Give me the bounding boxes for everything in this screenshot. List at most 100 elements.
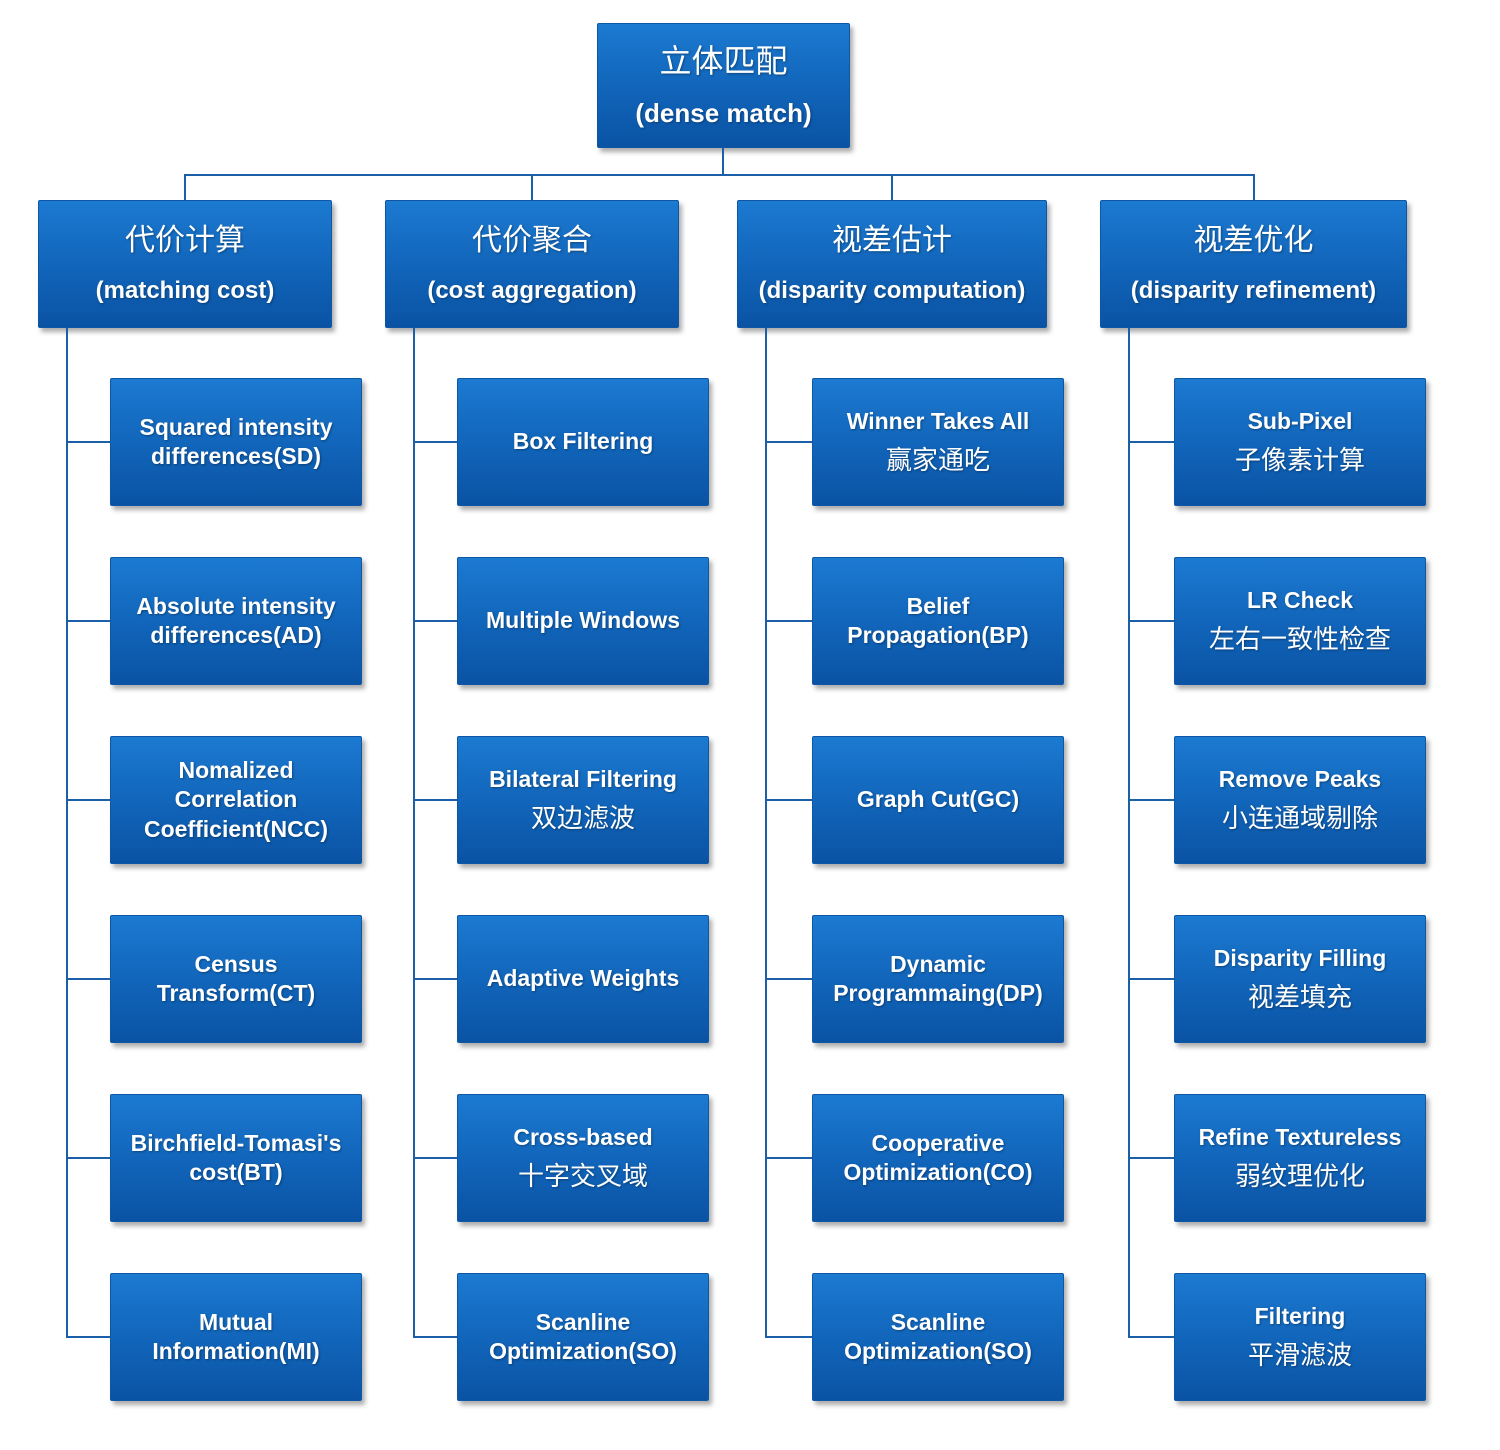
connector-line <box>765 1157 812 1159</box>
connector-line <box>1253 174 1255 200</box>
connector-line <box>66 441 110 443</box>
connector-line <box>413 328 415 1338</box>
connector-line <box>765 799 812 801</box>
node-cost-aggregation-child-0: Box Filtering <box>457 378 709 506</box>
child-label-zh: 平滑滤波 <box>1247 1340 1352 1370</box>
node-matching-cost-child-4: Birchfield-Tomasi's cost(BT) <box>110 1094 362 1222</box>
connector-line <box>722 148 724 176</box>
branch-title-zh: 视差优化 <box>1193 224 1314 258</box>
node-disparity-refinement-child-1: LR Check 左右一致性检查 <box>1174 557 1426 685</box>
connector-line <box>184 174 186 200</box>
node-matching-cost-child-0: Squared intensity differences(SD) <box>110 378 362 506</box>
child-label-en: Scanline Optimization(SO) <box>844 1308 1032 1364</box>
connector-line <box>1128 1157 1174 1159</box>
child-label-en: Winner Takes All <box>846 407 1030 434</box>
child-label-en: Belief Propagation(BP) <box>847 592 1029 648</box>
child-label-en: Mutual Information(MI) <box>152 1308 320 1364</box>
node-cost-aggregation-child-4: Cross-based 十字交叉域 <box>457 1094 709 1222</box>
connector-line <box>66 799 110 801</box>
child-label-zh: 视差填充 <box>1247 982 1352 1012</box>
branch-header-disparity-computation: 视差估计 (disparity computation) <box>737 200 1047 328</box>
node-disparity-refinement-child-0: Sub-Pixel 子像素计算 <box>1174 378 1426 506</box>
connector-line <box>66 328 68 1338</box>
child-label-zh: 赢家通吃 <box>885 445 990 475</box>
child-label-zh: 子像素计算 <box>1234 445 1365 475</box>
connector-line <box>413 978 457 980</box>
child-label-zh: 小连通域剔除 <box>1221 803 1378 833</box>
branch-title-en: (disparity refinement) <box>1130 277 1377 305</box>
connector-line <box>1128 328 1130 1338</box>
node-disparity-refinement-child-5: Filtering 平滑滤波 <box>1174 1273 1426 1401</box>
connector-line <box>765 328 767 1338</box>
branch-header-disparity-refinement: 视差优化 (disparity refinement) <box>1100 200 1407 328</box>
root-title-zh: 立体匹配 <box>659 43 788 80</box>
connector-line <box>765 1336 812 1338</box>
child-label-en: Multiple Windows <box>486 607 680 634</box>
connector-line <box>413 1157 457 1159</box>
node-cost-aggregation-child-1: Multiple Windows <box>457 557 709 685</box>
node-matching-cost-child-2: Nomalized Correlation Coefficient(NCC) <box>110 736 362 864</box>
child-label-en: Census Transform(CT) <box>156 950 316 1006</box>
branch-title-en: (cost aggregation) <box>427 277 637 305</box>
child-label-en: Bilateral Filtering <box>489 765 677 792</box>
child-label-en: Squared intensity differences(SD) <box>139 413 333 469</box>
connector-line <box>413 799 457 801</box>
branch-title-zh: 代价计算 <box>125 224 245 258</box>
connector-line <box>413 620 457 622</box>
connector-line <box>66 978 110 980</box>
node-disparity-computation-child-4: Cooperative Optimization(CO) <box>812 1094 1064 1222</box>
branch-title-en: (disparity computation) <box>758 277 1026 305</box>
child-label-en: Birchfield-Tomasi's cost(BT) <box>130 1129 342 1185</box>
connector-line <box>1128 441 1174 443</box>
branch-title-zh: 代价聚合 <box>472 224 592 258</box>
child-label-en: Filtering <box>1254 1302 1346 1329</box>
node-matching-cost-child-3: Census Transform(CT) <box>110 915 362 1043</box>
branch-header-cost-aggregation: 代价聚合 (cost aggregation) <box>385 200 679 328</box>
node-disparity-computation-child-5: Scanline Optimization(SO) <box>812 1273 1064 1401</box>
node-cost-aggregation-child-5: Scanline Optimization(SO) <box>457 1273 709 1401</box>
child-label-en: Cross-based <box>513 1123 653 1150</box>
child-label-en: Remove Peaks <box>1218 765 1382 792</box>
connector-line <box>184 174 1254 176</box>
connector-line <box>66 1157 110 1159</box>
child-label-en: Dynamic Programmaing(DP) <box>833 950 1043 1006</box>
child-label-en: Absolute intensity differences(AD) <box>136 592 336 648</box>
node-disparity-computation-child-0: Winner Takes All 赢家通吃 <box>812 378 1064 506</box>
child-label-zh: 左右一致性检查 <box>1208 624 1391 654</box>
node-matching-cost-child-1: Absolute intensity differences(AD) <box>110 557 362 685</box>
child-label-en: Cooperative Optimization(CO) <box>843 1129 1033 1185</box>
connector-line <box>1128 799 1174 801</box>
child-label-en: Graph Cut(GC) <box>856 786 1020 813</box>
connector-line <box>1128 1336 1174 1338</box>
node-disparity-refinement-child-2: Remove Peaks 小连通域剔除 <box>1174 736 1426 864</box>
connector-line <box>765 620 812 622</box>
root-node-dense-match: 立体匹配 (dense match) <box>597 23 850 148</box>
connector-line <box>413 1336 457 1338</box>
node-cost-aggregation-child-2: Bilateral Filtering 双边滤波 <box>457 736 709 864</box>
child-label-en: Refine Textureless <box>1198 1123 1402 1150</box>
child-label-en: Sub-Pixel <box>1247 407 1353 434</box>
child-label-zh: 十字交叉域 <box>517 1161 648 1191</box>
child-label-en: Scanline Optimization(SO) <box>489 1308 677 1364</box>
child-label-en: Adaptive Weights <box>486 965 680 992</box>
child-label-en: Nomalized Correlation Coefficient(NCC) <box>144 757 328 842</box>
node-cost-aggregation-child-3: Adaptive Weights <box>457 915 709 1043</box>
child-label-en: Box Filtering <box>512 428 654 455</box>
connector-line <box>765 978 812 980</box>
connector-line <box>765 441 812 443</box>
connector-line <box>1128 620 1174 622</box>
connector-line <box>413 441 457 443</box>
branch-title-zh: 视差估计 <box>832 224 952 258</box>
connector-line <box>1128 978 1174 980</box>
child-label-zh: 双边滤波 <box>530 803 635 833</box>
branch-title-en: (matching cost) <box>95 277 275 305</box>
connector-line <box>531 174 533 200</box>
child-label-en: LR Check <box>1246 586 1354 613</box>
connector-line <box>66 620 110 622</box>
node-disparity-computation-child-1: Belief Propagation(BP) <box>812 557 1064 685</box>
branch-header-matching-cost: 代价计算 (matching cost) <box>38 200 332 328</box>
connector-line <box>66 1336 110 1338</box>
